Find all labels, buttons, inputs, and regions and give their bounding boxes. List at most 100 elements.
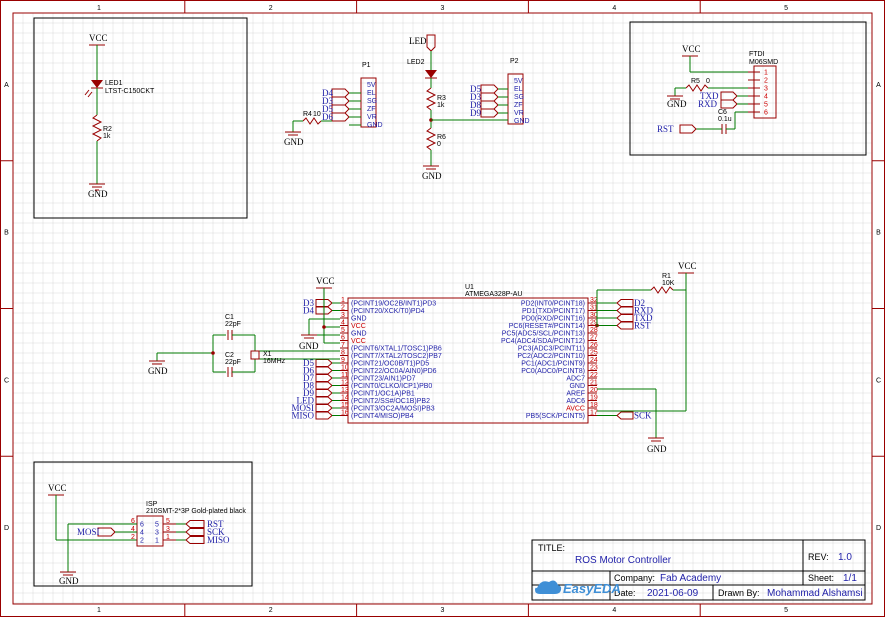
isp-pin-number: 4 [131,526,135,533]
crystal-icon [250,350,260,360]
ftdi-rst-label: RST [657,124,674,134]
row-label: C [4,377,9,384]
mcu-pin-name: (PCINT2/SS#/OC1B)PB2 [351,398,430,405]
mcu-pin-number: 12 [341,380,349,387]
isp-mosi-label: MOSI [77,527,100,537]
mcu-pin-number: 5 [341,327,345,334]
mcu-pin-name: PD1(TXD/PCINT17) [522,308,585,315]
mcu-pin-number: 20 [590,387,598,394]
ftdi-vcc-label: VCC [682,44,701,54]
drawn-by-value: Mohammad Alshamsi [767,588,863,599]
mcu-pin-name: PC0(ADC0/PCINT8) [521,368,585,375]
mcu-pin-name: PC5(ADC5/SCL/PCINT13) [502,331,585,338]
mcu-pin-name: ADC7 [566,376,585,383]
mcu-pin-name: PB5(SCK/PCINT5) [526,413,585,420]
resistor-icon [425,127,437,151]
r4-val: 10 [313,111,321,118]
ftdi-connector [753,65,777,119]
mcu-pin-name: (PCINT6/XTAL1/TOSC1)PB6 [351,346,442,353]
isp-pin-number: 6 [131,518,135,525]
mcu-chip [347,297,589,424]
led-net-label: LED [409,36,427,46]
ftdi-pin-number: 3 [764,86,768,93]
isp-pin-number: 3 [166,526,170,533]
mcu-pin-name: GND [351,316,367,323]
mcu-net-label: RXD [634,306,654,316]
isp-pin-number: 1 [166,534,170,541]
p2-net-d3: D3 [470,92,481,102]
r6-ref: R6 [437,134,446,141]
mcu-pin-name: GND [569,383,585,390]
column-label: 1 [97,5,101,12]
mcu-net-label: D7 [303,373,314,383]
u1-ref: U1 [465,284,474,291]
mcu-net-label: D8 [303,381,314,391]
p2-pin-gnd: GND [514,118,530,125]
sheet-value: 1/1 [843,573,857,584]
p1-net-d3: D3 [322,96,333,106]
row-label: D [4,525,9,532]
isp-net-label: SCK [207,527,225,537]
c1-val: 22pF [225,321,241,328]
p1-net-d4: D4 [322,88,333,98]
ftdi-rxd-label: RXD [698,99,718,109]
c2-ref: C2 [225,352,234,359]
title-label: TITLE: [538,543,565,553]
mcu-net-label: D9 [303,388,314,398]
easyeda-logo-text: EasyEDA [563,581,621,596]
mcu-pin-number: 13 [341,387,349,394]
mcu-pin-name: (PCINT19/OC2B/INT1)PD3 [351,301,436,308]
mcu-pin-name: VCC [351,338,366,345]
column-label: 2 [269,5,273,12]
rev-label: REV: [808,552,829,562]
mcu-pin-number: 15 [341,402,349,409]
led-net-flag [426,34,436,52]
isp-pin-inner: 3 [155,530,159,537]
isp-pin-number: 5 [166,518,170,525]
isp-pin-inner: 4 [140,530,144,537]
mcu-block: U1 ATMEGA328P-AU 1(PCINT19/OC2B/INT1)PD3… [148,261,697,454]
ftdi-gnd-label: GND [667,99,687,109]
column-label: 4 [612,5,616,12]
p2-block: LED LED2 R3 1k R6 0 GND P2 5V EL SG ZF V… [407,34,530,181]
mcu-pin-number: 6 [341,335,345,342]
isp-part: 210SMT-2*3P Gold-plated black [146,508,246,515]
mcu-gnd-label-right: GND [647,444,667,454]
schematic-title: ROS Motor Controller [575,555,672,566]
light-arrow-icon [84,89,90,96]
p2-pin-5v: 5V [514,78,523,85]
isp-pin-inner: 5 [155,522,159,529]
isp-pin-number: 2 [131,534,135,541]
p1-pin-sg: SG [367,98,377,105]
column-label: 3 [441,5,445,12]
mcu-net-label: TXD [634,313,653,323]
p1-net-d6: D6 [322,112,333,122]
ftdi-pin-number: 5 [764,102,768,109]
ftdi-block-frame [629,21,867,156]
mcu-pin-number: 4 [341,320,345,327]
ftdi-pin-number: 6 [764,110,768,117]
row-label: D [876,525,881,532]
isp-net-label: RST [207,519,224,529]
p2-net-d5: D5 [470,84,481,94]
isp-pin-inner: 2 [140,538,144,545]
mcu-pin-name: (PCINT22/OC0A/AIN0)PD6 [351,368,437,375]
column-label: 5 [784,5,788,12]
p2-net-d8: D8 [470,100,481,110]
isp-vcc-label: VCC [48,483,67,493]
mcu-pin-number: 26 [590,342,598,349]
resistor-icon [91,114,103,142]
c6-val: 0.1u [718,116,732,123]
mcu-pin-number: 7 [341,342,345,349]
ftdi-ref: FTDI [749,51,765,58]
mcu-pin-number: 18 [590,402,598,409]
mcu-pin-number: 29 [590,320,598,327]
resistor-icon [685,84,709,92]
c6-ref: C6 [718,109,727,116]
mcu-pin-number: 9 [341,357,345,364]
mcu-pin-number: 16 [341,410,349,417]
mcu-pin-number: 24 [590,357,598,364]
mcu-pin-name: (PCINT4/MISO)PB4 [351,413,414,420]
